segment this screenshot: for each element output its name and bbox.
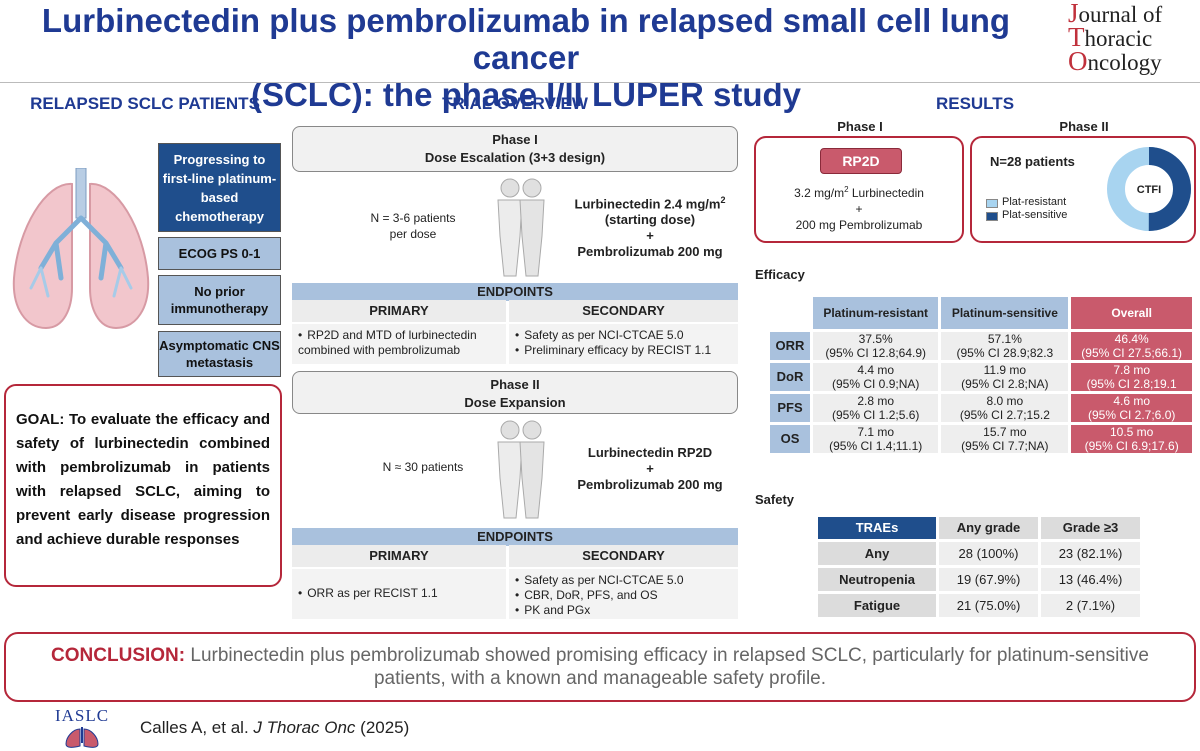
legend-resistant: Plat-resistant	[1002, 196, 1067, 208]
table-header: TRAEs	[818, 517, 937, 539]
table-row: Any 28 (100%) 23 (82.1%)	[818, 542, 1140, 565]
conclusion-label: CONCLUSION:	[51, 645, 186, 666]
table-row: OS 7.1 mo(95% CI 1.4;11.1) 15.7 mo(95% C…	[770, 425, 1192, 453]
legend-sensitive: Plat-sensitive	[1002, 209, 1068, 221]
results-phase1-label: Phase I	[837, 119, 883, 134]
rp2d-badge: RP2D	[820, 148, 902, 174]
list-item: ORR as per RECIST 1.1	[298, 586, 500, 601]
list-item: Safety as per NCI-CTCAE 5.0	[515, 573, 732, 588]
phase1-treatment: Lurbinectedin 2.4 mg/m2 (starting dose) …	[574, 195, 726, 260]
phase2-primary-list: ORR as per RECIST 1.1	[292, 569, 506, 619]
conclusion-text: Lurbinectedin plus pembrolizumab showed …	[190, 645, 1149, 689]
middle-header: TRIAL OVERVIEW	[442, 94, 588, 113]
patients-figure-icon	[497, 178, 545, 277]
safety-table: TRAEs Any grade Grade ≥3 Any 28 (100%) 2…	[815, 514, 1143, 620]
journal-logo: Journal of Thoracic Oncology	[1068, 0, 1163, 76]
title-divider	[0, 82, 1200, 83]
phase2-title-box: Phase II Dose Expansion	[292, 371, 738, 414]
table-header: Any grade	[939, 517, 1038, 539]
lungs-illustration	[12, 168, 150, 330]
rp2d-dose: 3.2 mg/m2 Lurbinectedin + 200 mg Pembrol…	[794, 185, 924, 232]
phase1-primary-header: PRIMARY	[292, 300, 506, 322]
phase2-n: N ≈ 30 patients	[382, 460, 464, 474]
right-header: RESULTS	[935, 94, 1015, 113]
table-header: Grade ≥3	[1041, 517, 1140, 539]
table-row: Neutropenia 19 (67.9%) 13 (46.4%)	[818, 568, 1140, 591]
n-patients: N=28 patients	[990, 154, 1075, 169]
goal-text: GOAL: To evaluate the efficacy and safet…	[16, 411, 270, 548]
table-row: DoR 4.4 mo(95% CI 0.9;NA) 11.9 mo(95% CI…	[770, 363, 1192, 391]
legend-swatch-sensitive	[986, 212, 998, 221]
criterion-progressing: Progressing to first-line platinum-based…	[158, 143, 281, 232]
table-header: Overall	[1071, 297, 1192, 329]
list-item: CBR, DoR, PFS, and OS	[515, 588, 732, 603]
table-header: Platinum-sensitive	[941, 297, 1069, 329]
safety-label: Safety	[755, 492, 795, 507]
phase1-endpoints-bar: ENDPOINTS	[292, 283, 738, 301]
phase1-secondary-list: Safety as per NCI-CTCAE 5.0 Preliminary …	[509, 324, 738, 364]
phase2-secondary-header: SECONDARY	[509, 545, 738, 567]
citation: Calles A, et al. J Thorac Onc (2025)	[140, 718, 410, 737]
legend-swatch-resistant	[986, 199, 998, 208]
phase1-title-box: Phase I Dose Escalation (3+3 design)	[292, 126, 738, 172]
table-row: Fatigue 21 (75.0%) 2 (7.1%)	[818, 594, 1140, 617]
iaslc-lungs-icon	[65, 727, 99, 748]
phase1-secondary-header: SECONDARY	[509, 300, 738, 322]
donut-sensitive	[1107, 147, 1191, 231]
ctfi-donut-chart: CTFI	[1107, 147, 1191, 231]
results-phase1-box: RP2D 3.2 mg/m2 Lurbinectedin + 200 mg Pe…	[754, 136, 964, 243]
list-item: RP2D and MTD of lurbinectedin combined w…	[298, 328, 500, 358]
list-item: Safety as per NCI-CTCAE 5.0	[515, 328, 732, 343]
criterion-cns: Asymptomatic CNS metastasis	[158, 331, 281, 377]
list-item: Preliminary efficacy by RECIST 1.1	[515, 343, 732, 358]
table-row: ORR 37.5%(95% CI 12.8;64.9) 57.1%(95% CI…	[770, 332, 1192, 360]
results-phase2-label: Phase II	[1059, 119, 1109, 134]
goal-box: GOAL: To evaluate the efficacy and safet…	[4, 384, 282, 587]
efficacy-table: Platinum-resistant Platinum-sensitive Ov…	[767, 294, 1195, 456]
phase2-primary-header: PRIMARY	[292, 545, 506, 567]
criterion-ecog: ECOG PS 0-1	[158, 237, 281, 270]
efficacy-label: Efficacy	[755, 267, 805, 282]
phase1-primary-list: RP2D and MTD of lurbinectedin combined w…	[292, 324, 506, 364]
table-row: PFS 2.8 mo(95% CI 1.2;5.6) 8.0 mo(95% CI…	[770, 394, 1192, 422]
results-phase2-box: N=28 patients Plat-resistant Plat-sensit…	[970, 136, 1196, 243]
table-header: Platinum-resistant	[813, 297, 939, 329]
iaslc-logo: IASLC	[54, 706, 110, 725]
criterion-no-immunotherapy: No prior immunotherapy	[158, 275, 281, 325]
list-item: PK and PGx	[515, 603, 732, 618]
phase2-endpoints-bar: ENDPOINTS	[292, 528, 738, 546]
phase2-treatment: Lurbinectedin RP2D + Pembrolizumab 200 m…	[577, 445, 723, 492]
left-header: RELAPSED SCLC PATIENTS	[30, 94, 260, 113]
conclusion-box: CONCLUSION: Lurbinectedin plus pembroliz…	[4, 632, 1196, 702]
donut-label: CTFI	[1137, 184, 1161, 196]
phase2-secondary-list: Safety as per NCI-CTCAE 5.0 CBR, DoR, PF…	[509, 569, 738, 619]
patients-figure-icon	[497, 420, 545, 519]
